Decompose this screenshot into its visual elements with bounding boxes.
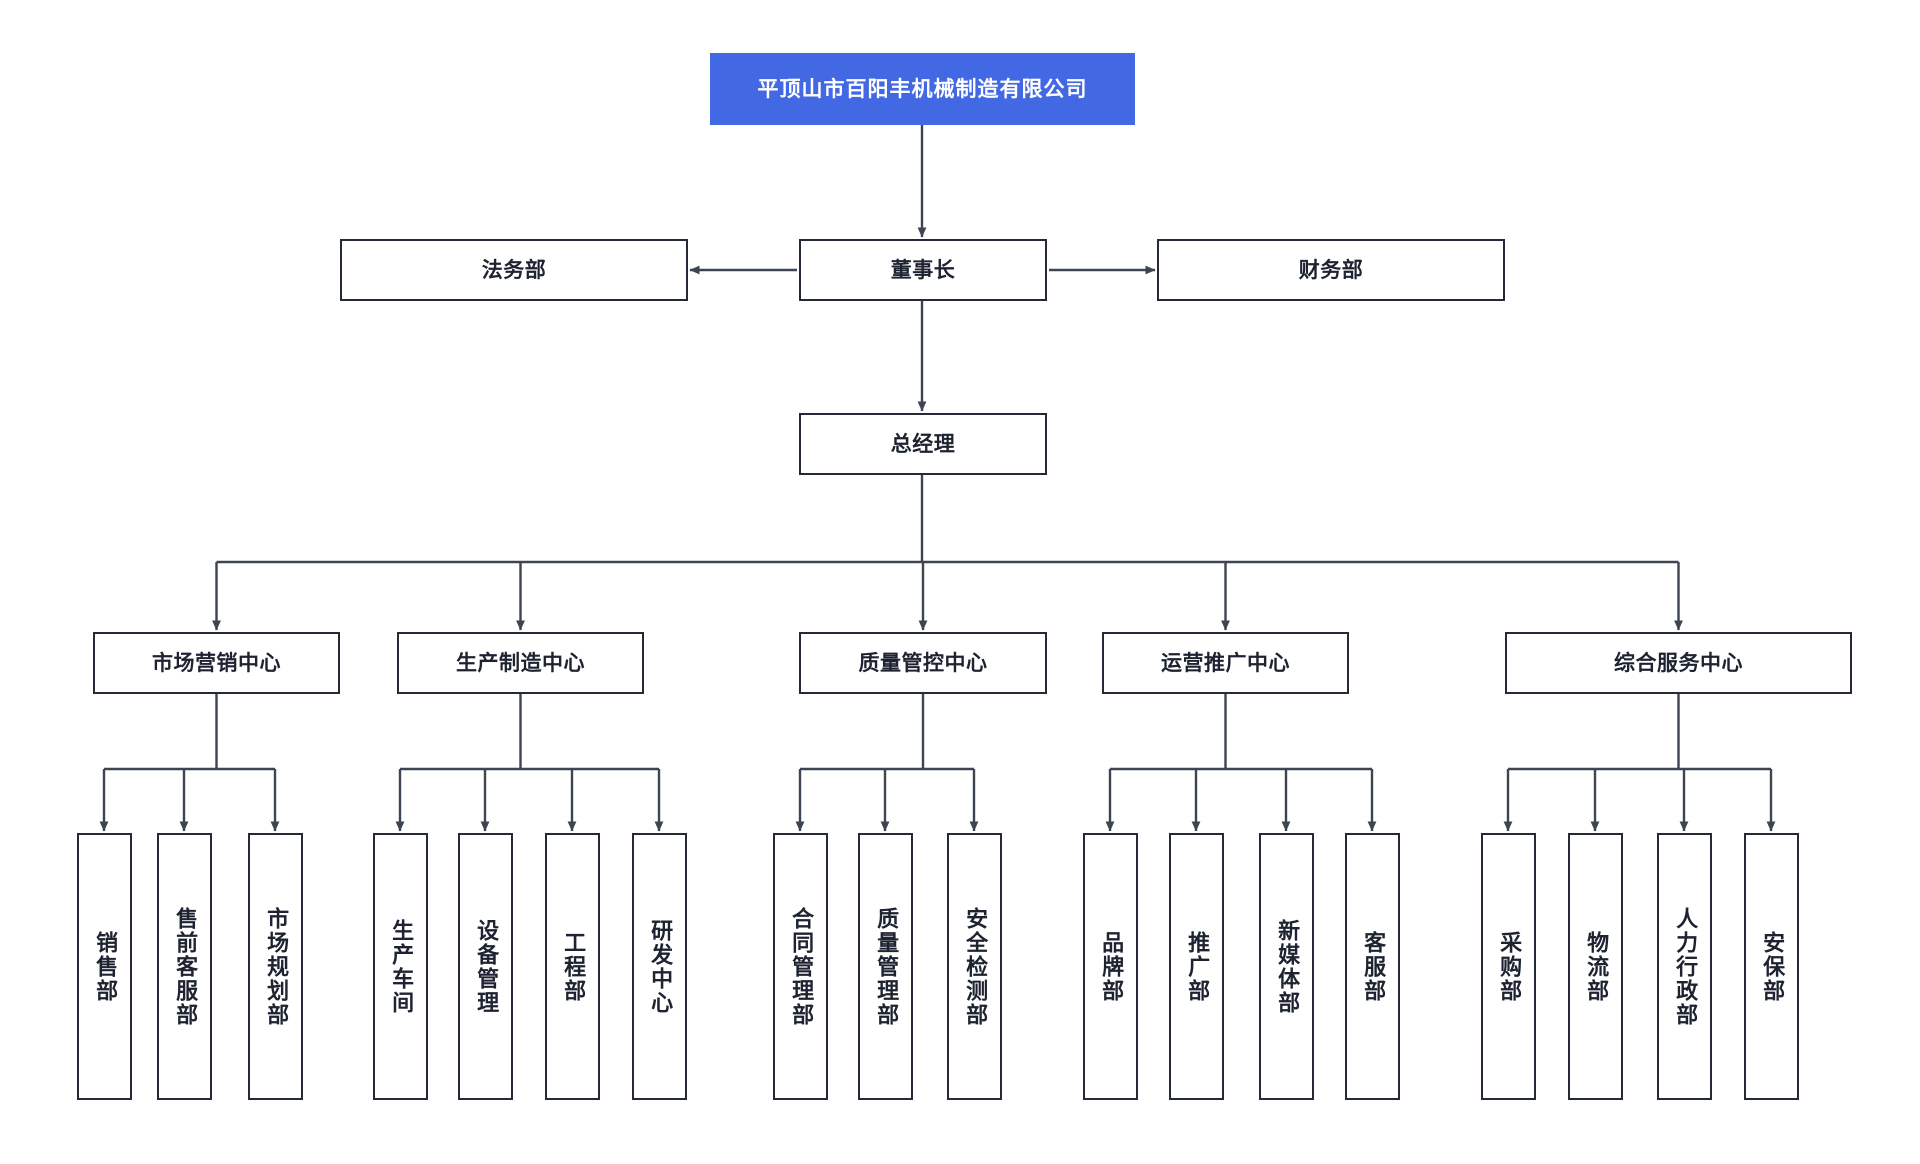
node-general-manager[interactable]: 总经理 <box>799 413 1047 475</box>
node-quality-management-dept-label: 质量管理部 <box>873 906 899 1027</box>
node-logistics-dept-label: 物流部 <box>1583 930 1609 1003</box>
node-legal-dept[interactable]: 法务部 <box>340 239 688 301</box>
node-engineering-dept-label: 工程部 <box>560 930 586 1003</box>
node-promotion-dept-label: 推广部 <box>1184 930 1210 1003</box>
node-new-media-dept-label: 新媒体部 <box>1274 918 1300 1015</box>
node-production-center[interactable]: 生产制造中心 <box>397 632 644 694</box>
node-finance-dept-label: 财务部 <box>1298 257 1364 282</box>
node-marketing-center-label: 市场营销中心 <box>152 650 281 675</box>
node-contract-management-dept-label: 合同管理部 <box>788 906 814 1027</box>
node-marketing-center[interactable]: 市场营销中心 <box>93 632 340 694</box>
node-sales-dept-label: 销售部 <box>92 930 118 1003</box>
node-hr-admin-dept[interactable]: 人力行政部 <box>1656 833 1712 1100</box>
node-company[interactable]: 平顶山市百阳丰机械制造有限公司 <box>710 53 1135 125</box>
node-equipment-management-label: 设备管理 <box>473 918 499 1015</box>
node-safety-inspection-dept[interactable]: 安全检测部 <box>946 833 1002 1100</box>
node-quality-center[interactable]: 质量管控中心 <box>799 632 1047 694</box>
node-market-planning-dept-label: 市场规划部 <box>263 906 289 1027</box>
node-engineering-dept[interactable]: 工程部 <box>544 833 600 1100</box>
node-procurement-dept[interactable]: 采购部 <box>1480 833 1536 1100</box>
node-new-media-dept[interactable]: 新媒体部 <box>1258 833 1314 1100</box>
node-market-planning-dept[interactable]: 市场规划部 <box>247 833 303 1100</box>
node-logistics-dept[interactable]: 物流部 <box>1567 833 1623 1100</box>
node-company-label: 平顶山市百阳丰机械制造有限公司 <box>757 76 1088 101</box>
node-security-dept-label: 安保部 <box>1759 930 1785 1003</box>
node-hr-admin-dept-label: 人力行政部 <box>1672 906 1698 1027</box>
node-brand-dept[interactable]: 品牌部 <box>1082 833 1138 1100</box>
node-production-workshop-label: 生产车间 <box>388 918 414 1015</box>
node-production-workshop[interactable]: 生产车间 <box>372 833 428 1100</box>
node-production-center-label: 生产制造中心 <box>456 650 585 675</box>
node-operations-center[interactable]: 运营推广中心 <box>1102 632 1349 694</box>
node-chairman[interactable]: 董事长 <box>799 239 1047 301</box>
node-promotion-dept[interactable]: 推广部 <box>1168 833 1224 1100</box>
node-brand-dept-label: 品牌部 <box>1098 930 1124 1003</box>
node-procurement-dept-label: 采购部 <box>1496 930 1522 1003</box>
node-quality-center-label: 质量管控中心 <box>858 650 988 675</box>
node-presales-service-dept-label: 售前客服部 <box>172 906 198 1027</box>
node-security-dept[interactable]: 安保部 <box>1743 833 1799 1100</box>
node-operations-center-label: 运营推广中心 <box>1161 650 1290 675</box>
node-finance-dept[interactable]: 财务部 <box>1157 239 1505 301</box>
node-service-center-label: 综合服务中心 <box>1614 650 1743 675</box>
node-quality-management-dept[interactable]: 质量管理部 <box>857 833 913 1100</box>
node-customer-service-dept[interactable]: 客服部 <box>1344 833 1400 1100</box>
node-safety-inspection-dept-label: 安全检测部 <box>962 906 988 1027</box>
node-contract-management-dept[interactable]: 合同管理部 <box>772 833 828 1100</box>
node-service-center[interactable]: 综合服务中心 <box>1505 632 1852 694</box>
node-general-manager-label: 总经理 <box>890 431 956 456</box>
node-legal-dept-label: 法务部 <box>481 257 547 282</box>
node-customer-service-dept-label: 客服部 <box>1360 930 1386 1003</box>
node-rnd-center[interactable]: 研发中心 <box>631 833 687 1100</box>
node-presales-service-dept[interactable]: 售前客服部 <box>156 833 212 1100</box>
node-chairman-label: 董事长 <box>890 257 956 282</box>
node-equipment-management[interactable]: 设备管理 <box>457 833 513 1100</box>
node-rnd-center-label: 研发中心 <box>647 918 673 1015</box>
node-sales-dept[interactable]: 销售部 <box>76 833 132 1100</box>
